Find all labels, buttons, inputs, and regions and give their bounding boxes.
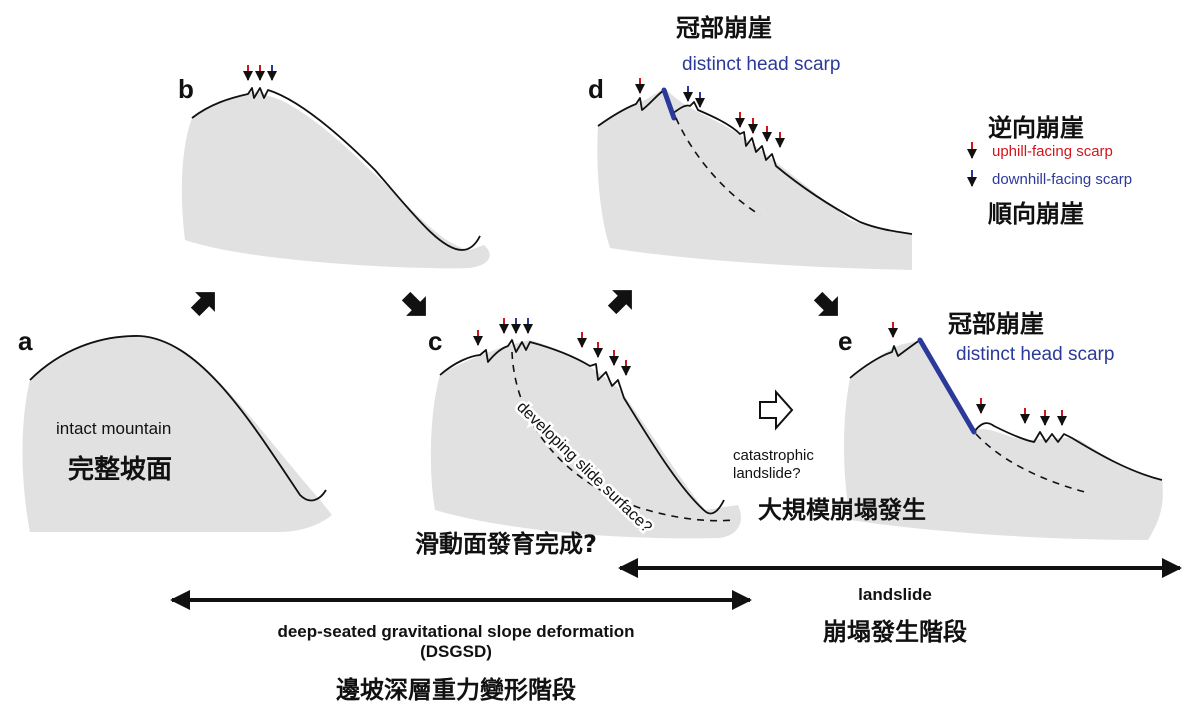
panel-c-slope (430, 340, 741, 539)
panel-d-profile (597, 89, 913, 235)
panel-d-letter: d (588, 74, 604, 104)
arrow-d-to-e (813, 291, 838, 316)
panel-d-head-scarp (661, 87, 677, 121)
panel-a-label-en: intact mountain (56, 419, 171, 438)
panel-b-letter: b (178, 74, 194, 104)
panel-e-slope (844, 340, 1163, 540)
panel-c-profile (439, 339, 725, 515)
panel-a-profile (29, 335, 327, 502)
panel-d-slope (597, 88, 912, 270)
panel-e-slide-surface (975, 433, 1086, 493)
legend-downhill-en: downhill-facing scarp (992, 171, 1132, 188)
dsgsd-label-line2: (DSGSD) (420, 642, 492, 661)
panel-e-label-zh: 大規模崩塌發生 (758, 496, 926, 524)
panel-a-slope (22, 335, 332, 532)
panel-a: a intact mountain 完整坡面 (18, 326, 332, 532)
panel-e-head-scarp-en: distinct head scarp (956, 344, 1114, 365)
legend-uphill-zh: 逆向崩崖 (988, 114, 1084, 142)
panel-b: b (178, 65, 490, 269)
panel-d-head-scarp-en: distinct head scarp (682, 54, 840, 75)
panel-d: d 冠部崩崖 distinct head scarp (588, 14, 913, 270)
panel-b-profile (191, 87, 481, 251)
dsgsd-label-line1: deep-seated gravitational slope deformat… (277, 622, 634, 641)
catastrophic-line2: landslide? (733, 465, 801, 482)
dsgsd-label-zh: 邊坡深層重力變形階段 (336, 676, 576, 704)
legend-uphill-en: uphill-facing scarp (992, 143, 1113, 160)
panel-d-head-scarp-zh: 冠部崩崖 (676, 14, 772, 42)
panel-b-slope (181, 92, 490, 269)
arrow-c-to-e-catastrophic (759, 389, 794, 431)
legend: 逆向崩崖 uphill-facing scarp downhill-facing… (967, 114, 1132, 228)
panel-c-slide-surface (511, 351, 736, 522)
panel-a-letter: a (18, 326, 33, 356)
panel-e: e 冠部崩崖 distinct head scarp 大規模崩塌發生 (758, 310, 1163, 540)
panel-e-head-scarp (917, 337, 977, 435)
arrow-b-to-c (401, 291, 426, 316)
legend-downhill-zh: 順向崩崖 (988, 200, 1084, 228)
panel-c: c developing slide surface? 滑動面發育完成? (415, 318, 741, 558)
panel-e-profile (849, 339, 1163, 481)
panel-e-head-scarp-zh: 冠部崩崖 (948, 310, 1044, 338)
arrow-c-to-d (607, 290, 632, 315)
landslide-label-en: landslide (858, 585, 932, 604)
panel-c-label-zh: 滑動面發育完成? (415, 530, 597, 558)
transition-arrows (190, 290, 838, 431)
panel-e-letter: e (838, 326, 852, 356)
landslide-label-zh: 崩塌發生階段 (823, 618, 967, 646)
panel-a-label-zh: 完整坡面 (68, 454, 172, 485)
panel-c-letter: c (428, 326, 442, 356)
stage-arrows (170, 558, 1182, 610)
catastrophic-line1: catastrophic (733, 447, 814, 464)
arrow-a-to-b (190, 292, 215, 317)
